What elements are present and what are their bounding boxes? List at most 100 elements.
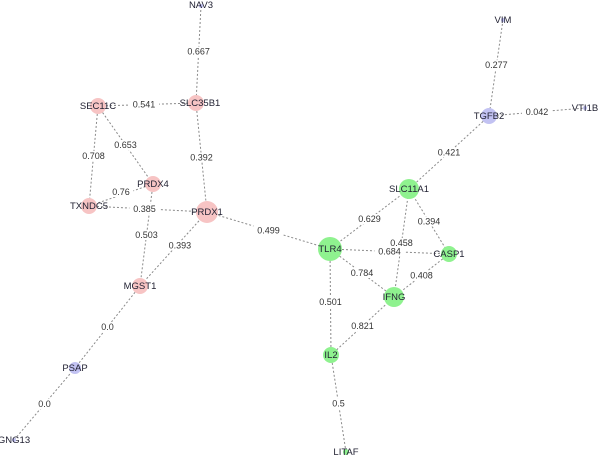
- node-circle[interactable]: [481, 108, 497, 124]
- node-circle[interactable]: [196, 201, 218, 223]
- edge-weight-label: 0.421: [438, 148, 461, 158]
- node-label: CASP1: [433, 249, 464, 260]
- edges-layer: [13, 5, 586, 453]
- edge-weight-label-bg: [110, 140, 141, 150]
- node-psap[interactable]: PSAP: [62, 362, 88, 374]
- edge-weight-label-bg: [354, 214, 385, 224]
- node-label: VTI1B: [572, 103, 598, 114]
- node-vim[interactable]: VIM: [495, 15, 512, 26]
- edge-weight-label: 0.5: [332, 399, 345, 409]
- node-label: PSAP: [62, 363, 87, 374]
- edge-weight-label: 0.501: [319, 297, 342, 307]
- node-label: PRDX4: [137, 179, 169, 190]
- node-label: IL2: [324, 350, 337, 361]
- node-vti1b[interactable]: VTI1B: [572, 103, 598, 114]
- edge-weight-label: 0.653: [114, 140, 137, 150]
- node-mgst1[interactable]: MGST1: [124, 278, 157, 294]
- edge-weight-label: 0.392: [190, 153, 213, 163]
- edge-prdx4-mgst1: [139, 183, 154, 287]
- edge-weight-label-bg: [129, 203, 160, 214]
- edge-weight-label-bg: [164, 240, 195, 251]
- node-label: SLC35B1: [180, 98, 221, 109]
- edge-weight-label: 0.684: [378, 247, 401, 257]
- node-circle[interactable]: [90, 98, 106, 114]
- node-circle[interactable]: [583, 106, 587, 110]
- edge-weight-label: 0.385: [133, 204, 156, 214]
- node-tlr4[interactable]: TLR4: [318, 237, 342, 261]
- node-circle[interactable]: [81, 198, 97, 214]
- edge-weight-label: 0.458: [390, 238, 413, 248]
- edge-weight-label-bg: [108, 187, 134, 197]
- edge-weight-label-bg: [129, 99, 160, 110]
- edge-weight-label-bg: [347, 268, 377, 278]
- node-label: MGST1: [124, 281, 157, 292]
- node-circle[interactable]: [441, 246, 457, 262]
- node-nav3[interactable]: NAV3: [189, 0, 213, 11]
- edge-weight-label: 0.784: [351, 268, 374, 278]
- edge-weight-label-bg: [34, 399, 55, 409]
- node-circle[interactable]: [69, 362, 81, 374]
- edge-weight-label: 0.667: [187, 47, 210, 57]
- edge-weight-label-bg: [386, 238, 417, 248]
- node-label: NAV3: [189, 0, 213, 11]
- edge-weight-label-bg: [253, 225, 284, 236]
- edge-weight-label-bg: [183, 46, 214, 57]
- node-circle[interactable]: [12, 438, 16, 442]
- edge-weight-label-bg: [374, 246, 405, 257]
- node-circle[interactable]: [501, 18, 505, 22]
- node-circle[interactable]: [318, 237, 342, 261]
- edge-weight-label-bg: [414, 216, 444, 227]
- node-ifng[interactable]: IFNG: [383, 287, 406, 307]
- edge-weight-label: 0.393: [169, 240, 192, 250]
- node-prdx4[interactable]: PRDX4: [137, 176, 169, 192]
- edge-weight-label: 0.76: [112, 187, 130, 197]
- node-circle[interactable]: [132, 278, 148, 294]
- edge-weight-label: 0.821: [351, 321, 374, 331]
- edge-weight-label-bg: [347, 321, 378, 331]
- edge-weight-label: 0.0: [38, 399, 51, 409]
- edge-weight-label-bg: [186, 152, 217, 163]
- node-label: IFNG: [383, 292, 406, 303]
- node-circle[interactable]: [343, 449, 349, 455]
- edge-weight-label: 0.408: [410, 271, 433, 281]
- edge-sec11c-txndc5: [88, 105, 99, 207]
- node-casp1[interactable]: CASP1: [433, 246, 465, 262]
- edge-weight-label: 0.277: [485, 60, 508, 70]
- node-circle[interactable]: [384, 287, 404, 307]
- node-circle[interactable]: [145, 176, 161, 192]
- node-circle[interactable]: [323, 347, 339, 363]
- edge-weight-label-bg: [78, 151, 109, 161]
- node-sec11c[interactable]: SEC11C: [80, 98, 116, 114]
- node-slc11a1[interactable]: SLC11A1: [389, 179, 429, 199]
- node-circle[interactable]: [188, 95, 204, 111]
- node-label: LITAF: [333, 447, 358, 458]
- node-label: GNG13: [0, 435, 30, 446]
- node-tgfb2[interactable]: TGFB2: [474, 108, 505, 124]
- node-label: TXNDC5: [70, 201, 108, 212]
- edge-weight-label-bg: [522, 107, 552, 117]
- edge-weight-label: 0.503: [135, 230, 158, 240]
- edge-weight-label: 0.042: [526, 107, 549, 117]
- edge-labels-layer: 0.6670.5410.7080.6530.3920.760.3850.5030…: [34, 46, 552, 409]
- edge-weight-label-bg: [97, 322, 118, 332]
- edge-weight-label: 0.629: [358, 214, 381, 224]
- edge-weight-label-bg: [481, 60, 512, 71]
- node-label: TLR4: [318, 244, 341, 255]
- node-slc35b1[interactable]: SLC35B1: [180, 95, 221, 111]
- edge-weight-label-bg: [434, 147, 464, 158]
- edge-weight-label: 0.499: [257, 226, 280, 236]
- node-il2[interactable]: IL2: [323, 347, 339, 363]
- node-prdx1[interactable]: PRDX1: [191, 201, 223, 223]
- edge-weight-label-bg: [328, 398, 349, 409]
- edge-weight-label-bg: [406, 270, 437, 281]
- node-label: SLC11A1: [389, 184, 429, 195]
- edge-weight-label-bg: [315, 297, 346, 307]
- node-gng13[interactable]: GNG13: [0, 435, 30, 446]
- node-litaf[interactable]: LITAF: [333, 447, 358, 458]
- node-circle[interactable]: [199, 4, 203, 8]
- node-circle[interactable]: [399, 179, 419, 199]
- node-label: TGFB2: [474, 111, 505, 122]
- edge-weight-label: 0.394: [418, 217, 441, 227]
- node-txndc5[interactable]: TXNDC5: [70, 198, 108, 214]
